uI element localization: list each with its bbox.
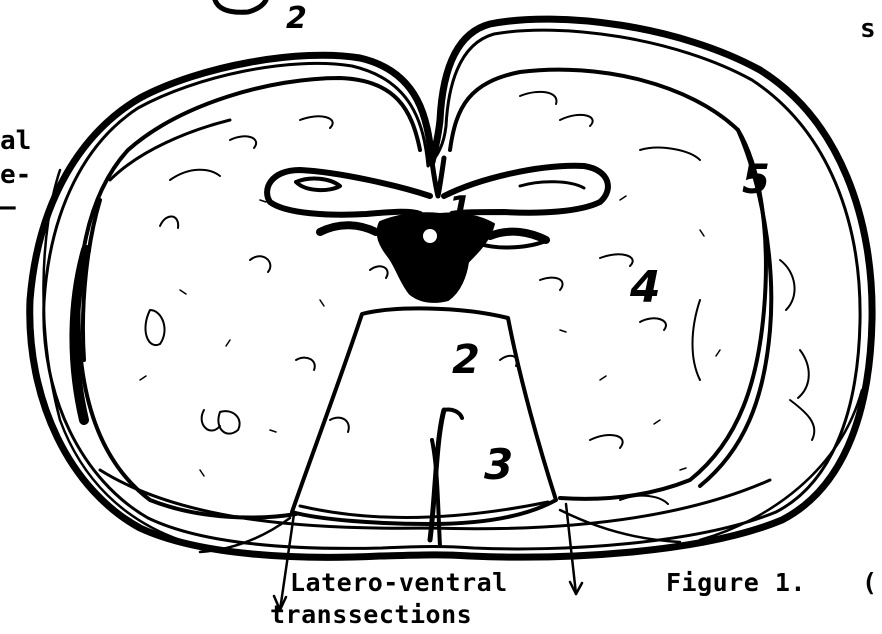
right-edge-fragment: (: [862, 570, 878, 595]
caption-line-1: Latero-ventral: [290, 570, 508, 595]
midline-fissure: [432, 158, 444, 196]
inner-contour: [79, 78, 420, 517]
region-number-5: 5: [742, 160, 770, 200]
left-margin-line-2: e-: [0, 162, 31, 188]
top-mark-number: 2: [286, 4, 307, 34]
caption-line-2: transsections: [270, 602, 472, 627]
region-number-1: 1: [448, 192, 472, 226]
ventricle-left: [267, 170, 430, 215]
central-dark-mass: [378, 213, 494, 302]
figure-label: Figure 1.: [666, 570, 806, 595]
left-margin-line-3: —: [0, 194, 16, 220]
median-trapezoid: [292, 308, 556, 524]
left-margin-line-1: al: [0, 128, 31, 154]
right-margin-fragment: s: [860, 16, 876, 42]
region-number-4: 4: [630, 266, 661, 310]
top-fragment-mark: [215, 0, 266, 12]
region-number-2: 2: [452, 340, 480, 380]
region-number-3: 3: [484, 444, 513, 486]
